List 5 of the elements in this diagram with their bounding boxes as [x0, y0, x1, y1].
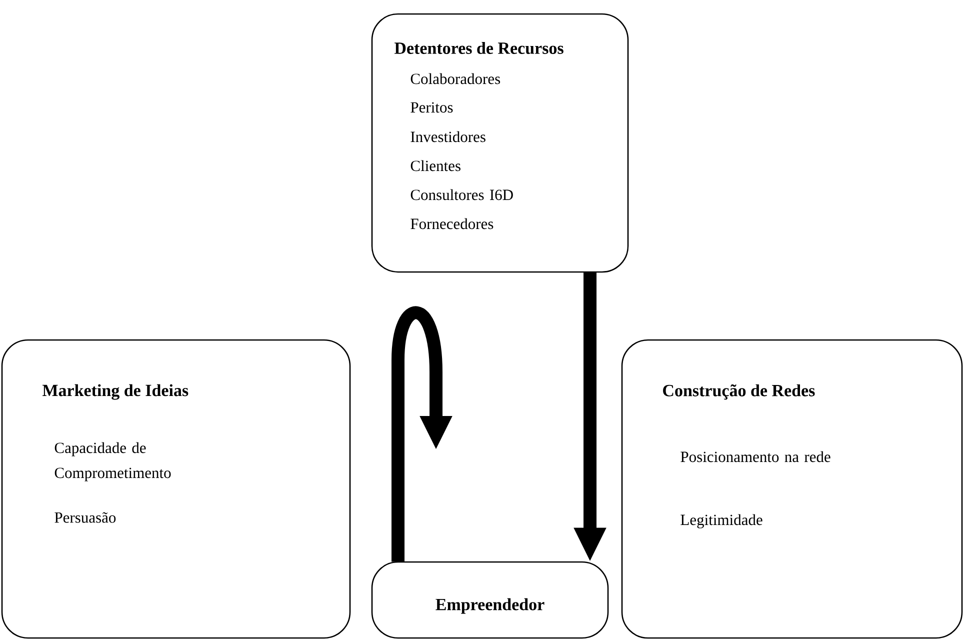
- rounded-box: Construção de Redes Posicionamento na rede Legitimidade: [621, 339, 963, 639]
- arrow: [392, 306, 452, 562]
- rounded-box: Empreendedor: [371, 561, 609, 639]
- rounded-box: Marketing de Ideias Capacidade de Comprometimento Persuasão: [1, 339, 351, 639]
- rounded-box: Detentores de Recursos Colaboradores Peritos Investidores Clientes Consultores I6D Fornecedores: [371, 13, 629, 273]
